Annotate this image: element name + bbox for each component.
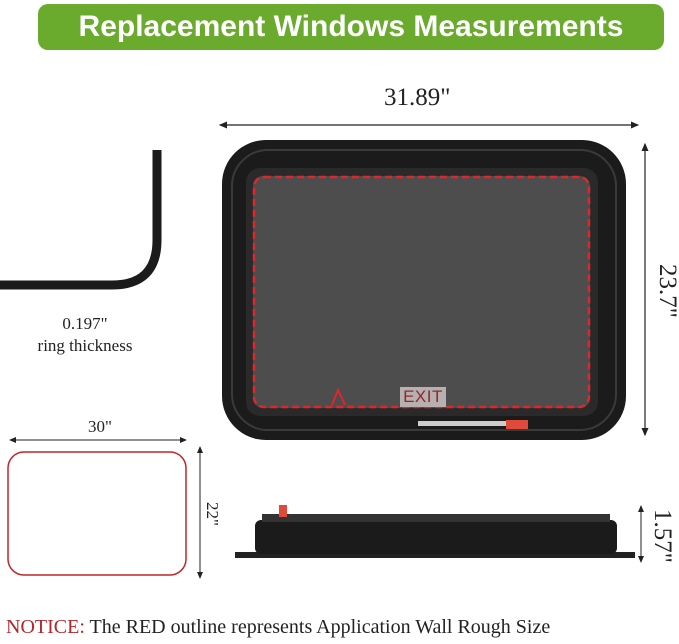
rough-size-outline	[7, 451, 187, 576]
exit-label: EXIT	[403, 387, 443, 406]
exit-sign-background	[400, 387, 446, 407]
window-side-view	[235, 505, 635, 558]
ring-profile	[0, 150, 162, 290]
ring-thickness-value: 0.197"	[62, 314, 108, 333]
title: Replacement Windows Measurements	[78, 10, 624, 43]
notice-prefix: NOTICE:	[6, 616, 85, 638]
rough-width-label: 30"	[88, 417, 112, 436]
title-banner: Replacement Windows Measurements	[38, 4, 664, 50]
notice: NOTICE: The RED outline represents Appli…	[6, 616, 550, 639]
window-height-label: 23.7"	[654, 264, 679, 318]
ring-thickness-label: ring thickness	[37, 336, 133, 355]
red-outline	[252, 175, 591, 409]
window-front-view	[222, 140, 626, 440]
notice-text: The RED outline represents Application W…	[84, 616, 551, 638]
rough-height-label: 22"	[203, 502, 222, 526]
window-width-label: 31.89"	[384, 84, 451, 111]
depth-label: 1.57"	[649, 509, 676, 563]
